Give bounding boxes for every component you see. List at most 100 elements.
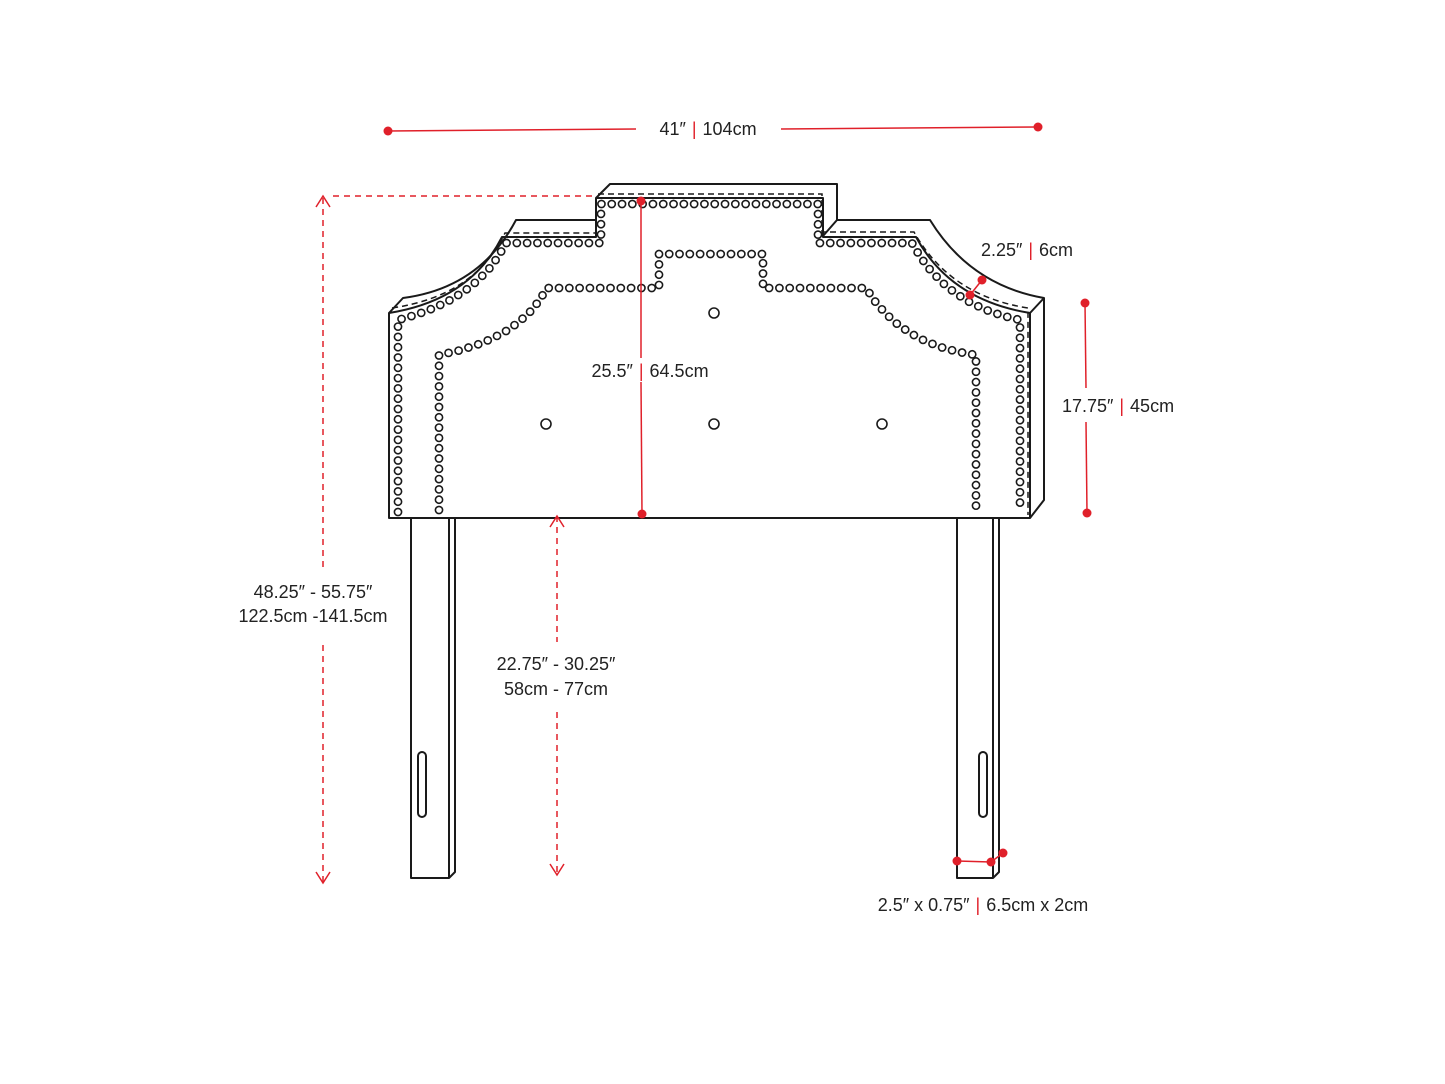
svg-text:17.75″|45cm: 17.75″|45cm [1062, 396, 1174, 416]
nailhead-stud [654, 259, 664, 269]
nailhead-stud [1015, 343, 1025, 353]
nailhead-stud [907, 239, 917, 248]
nailhead-stud [887, 238, 897, 248]
nailhead-stud [695, 249, 705, 259]
nailhead-stud [393, 383, 403, 393]
nailhead-stud [730, 199, 740, 209]
nailhead-stud [1015, 477, 1025, 487]
nailhead-stud [836, 238, 845, 248]
nailhead-stud [932, 272, 941, 282]
nailhead-stud [689, 199, 699, 209]
panel-height-dimension: 25.5″|64.5cm [591, 196, 709, 519]
leg-size-imperial: 2.5″ x 0.75″ [878, 895, 970, 915]
tuft-button [876, 418, 888, 430]
nailhead-stud [751, 199, 761, 209]
nailhead-stud [900, 325, 910, 334]
nailhead-stud [575, 283, 585, 293]
nailhead-stud [1015, 426, 1025, 435]
nailhead-stud [967, 349, 977, 359]
nailhead-stud [847, 283, 856, 293]
nailhead-stud [393, 342, 403, 352]
nailhead-stud [596, 230, 606, 239]
nailhead-stud [616, 283, 626, 293]
headboard-panel [388, 183, 1045, 519]
nailhead-stud [947, 285, 957, 295]
nailhead-stud [626, 283, 636, 293]
nailhead-stud [393, 445, 403, 455]
nailhead-stud [393, 425, 403, 434]
nailhead-stud [606, 283, 615, 293]
nailhead-stud [971, 377, 981, 387]
nailhead-stud [1015, 415, 1025, 425]
nailhead-stud [444, 348, 453, 358]
nailhead-stud [525, 307, 535, 317]
nailhead-stud [913, 247, 923, 257]
nailhead-stud [522, 238, 532, 248]
nailhead-stud [464, 343, 473, 352]
nailhead-stud [393, 456, 403, 465]
nailhead-stud [434, 361, 444, 371]
nailhead-stud [393, 373, 403, 383]
nailhead-stud [445, 296, 454, 305]
nailhead-stud [434, 484, 444, 494]
nailhead-stud [1002, 312, 1012, 322]
panel-height-metric: 64.5cm [650, 361, 709, 381]
nailhead-stud [971, 418, 981, 428]
width-metric: 104cm [703, 119, 757, 139]
nailhead-stud [971, 449, 981, 459]
nailhead-stud [836, 283, 846, 293]
nailhead-stud [654, 270, 664, 280]
nailhead-stud [909, 330, 919, 340]
nailhead-stud [554, 283, 564, 293]
nailhead-stud [877, 238, 887, 248]
nailhead-stud [518, 314, 527, 324]
nailhead-stud [939, 279, 949, 289]
nailhead-stud [782, 199, 792, 209]
nailhead-stud [512, 238, 522, 248]
nailhead-stud [664, 249, 674, 259]
nailhead-stud [477, 271, 487, 281]
nailhead-stud [617, 199, 627, 209]
nailhead-stud [647, 283, 657, 293]
nailhead-stud [1015, 436, 1025, 446]
nailhead-stud [434, 351, 444, 360]
nailhead-stud [1015, 405, 1025, 415]
nailhead-stud [397, 314, 406, 324]
nailhead-stud [758, 269, 768, 278]
nailhead-stud [393, 394, 403, 404]
nailhead-stud [813, 219, 823, 229]
nailhead-stud [502, 238, 511, 248]
nailhead-stud [971, 460, 981, 469]
side-height-metric: 45cm [1130, 396, 1174, 416]
nailhead-stud [865, 288, 874, 298]
separator: | [1119, 396, 1124, 416]
nailhead-stud [795, 283, 805, 293]
nailhead-stud [928, 339, 937, 349]
nailhead-stud [785, 283, 795, 293]
nailhead-stud [720, 199, 730, 209]
nailhead-stud [971, 470, 981, 480]
nailhead-stud [648, 199, 658, 209]
thickness-metric: 6cm [1039, 240, 1073, 260]
nailhead-stud [407, 311, 416, 321]
nailhead-stud [564, 283, 574, 293]
separator: | [976, 895, 981, 915]
nailhead-stud [435, 300, 445, 310]
nailhead-stud [484, 263, 494, 273]
nailhead-stud [1015, 446, 1025, 456]
nailhead-stud [393, 332, 403, 342]
nailhead-stud [877, 304, 887, 314]
nailhead-stud [716, 249, 726, 259]
width-imperial: 41″ [659, 119, 686, 139]
total-height-dimension: 48.25″ - 55.75″ 122.5cm -141.5cm [238, 194, 596, 885]
nailhead-stud [815, 238, 825, 248]
nailhead-stud [736, 249, 746, 259]
nailhead-stud [454, 346, 464, 356]
thickness-dimension: 2.25″|6cm [965, 240, 1073, 300]
nailhead-stud [434, 464, 444, 474]
nailhead-stud [758, 258, 768, 268]
nailhead-stud [393, 476, 403, 486]
width-dimension: 41″|104cm [383, 119, 1043, 139]
nailhead-stud [393, 404, 403, 414]
